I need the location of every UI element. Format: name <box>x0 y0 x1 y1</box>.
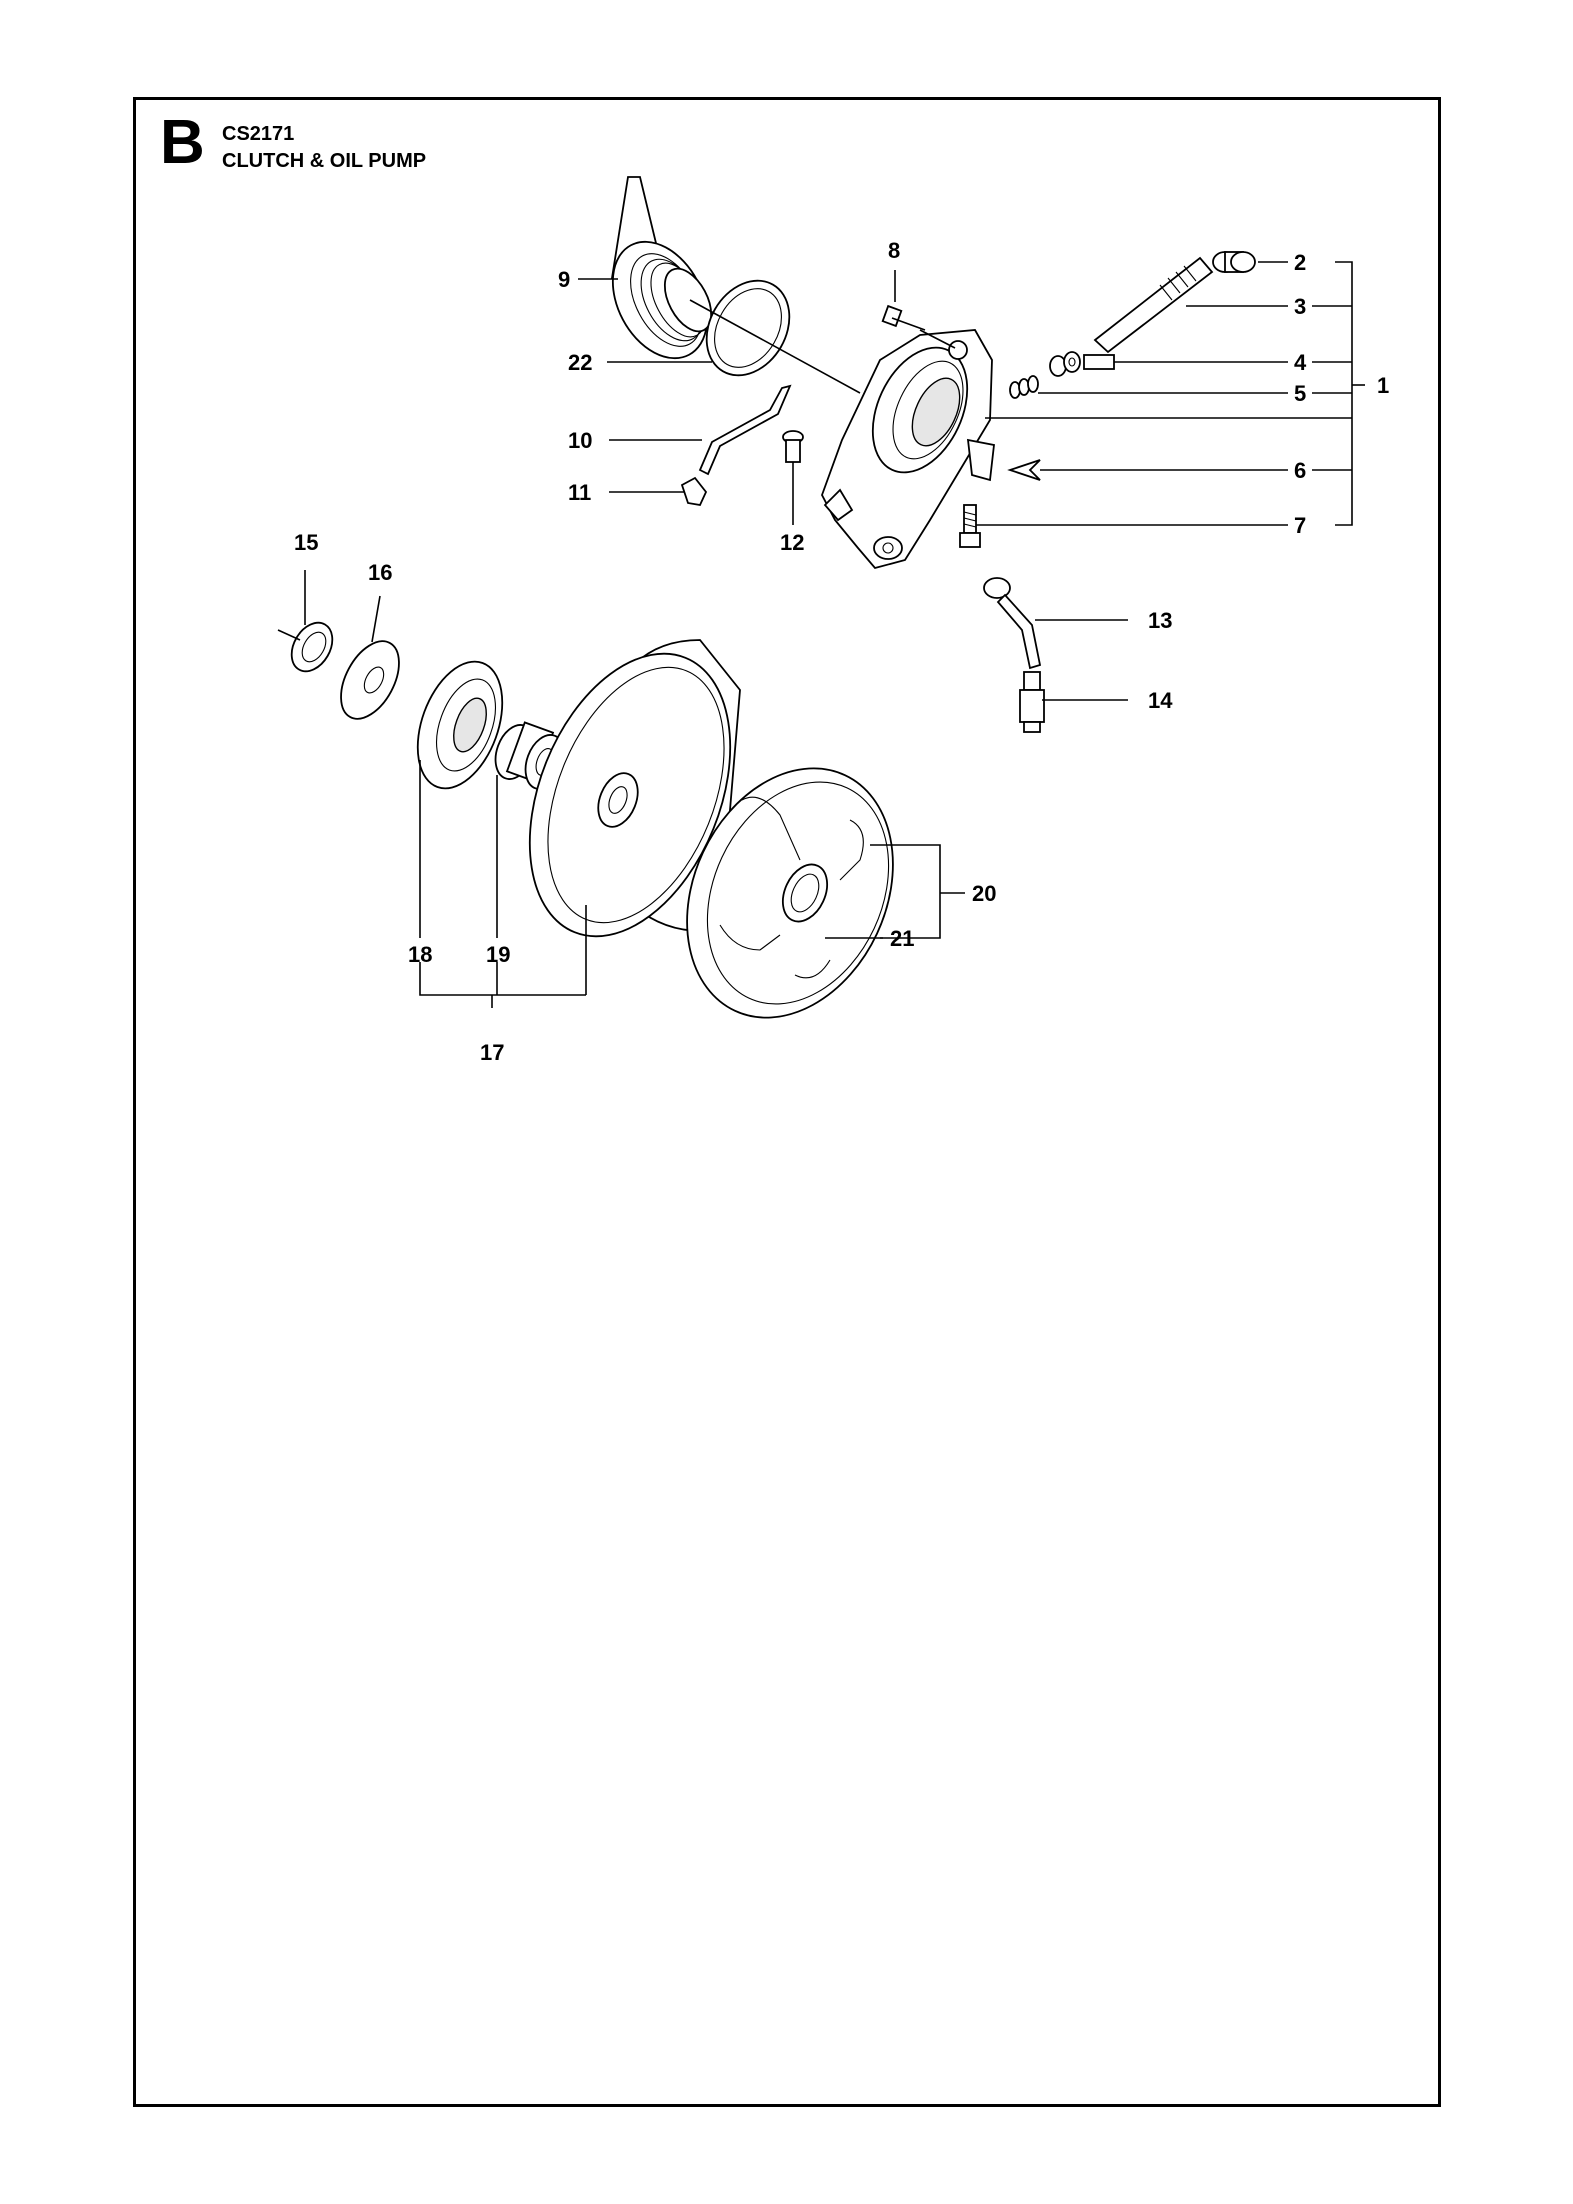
part-22-o-ring <box>705 279 791 377</box>
callout-13: 13 <box>1148 608 1172 633</box>
part-2-cap <box>1212 251 1256 273</box>
callout-10: 10 <box>568 428 592 453</box>
part-5-spring <box>1009 375 1039 399</box>
callout-8: 8 <box>888 238 900 263</box>
part-4-washers <box>1049 351 1115 377</box>
leader-lines <box>304 261 1365 1008</box>
callout-2: 2 <box>1294 250 1306 275</box>
part-6-v-clip <box>1007 459 1041 481</box>
part-9-worm-gear <box>610 176 713 360</box>
callout-21: 21 <box>890 926 914 951</box>
callout-22: 22 <box>568 350 592 375</box>
callout-4: 4 <box>1294 350 1307 375</box>
callout-7: 7 <box>1294 513 1306 538</box>
callout-19: 19 <box>486 942 510 967</box>
callout-16: 16 <box>368 560 392 585</box>
callout-15: 15 <box>294 530 318 555</box>
callout-6: 6 <box>1294 458 1306 483</box>
part-12-fitting <box>782 430 804 463</box>
callout-9: 9 <box>558 267 570 292</box>
part-8-screw <box>881 304 926 331</box>
callout-3: 3 <box>1294 294 1306 319</box>
page-frame <box>133 97 1441 2107</box>
part-15-circlip <box>277 621 334 673</box>
part-14-oil-filter <box>1019 671 1045 733</box>
callout-17: 17 <box>480 1040 504 1065</box>
callout-1: 1 <box>1377 373 1389 398</box>
part-3-plunger-shaft <box>1093 256 1214 354</box>
part-10-oil-pipe <box>698 384 792 476</box>
callout-14: 14 <box>1148 688 1173 713</box>
part-16-washer <box>340 640 400 720</box>
callout-18: 18 <box>408 942 432 967</box>
callout-5: 5 <box>1294 381 1306 406</box>
part-18-rim-sprocket <box>416 660 504 790</box>
part-21-clutch-hub <box>781 863 829 923</box>
model-number: CS2171 <box>222 123 295 145</box>
diagram-title: CLUTCH & OIL PUMP <box>222 150 427 172</box>
section-letter: B <box>160 108 205 177</box>
oil-pump-housing <box>821 329 995 570</box>
callout-12: 12 <box>780 530 804 555</box>
callout-11: 11 <box>568 480 591 505</box>
part-11-grommet <box>680 476 708 507</box>
part-7-adjust-screw <box>959 504 981 548</box>
part-13-oil-hose <box>983 577 1042 670</box>
callout-20: 20 <box>972 881 996 906</box>
callout-labels: 1 2 3 4 5 6 7 8 9 10 11 12 13 14 15 16 1… <box>294 238 1389 1065</box>
